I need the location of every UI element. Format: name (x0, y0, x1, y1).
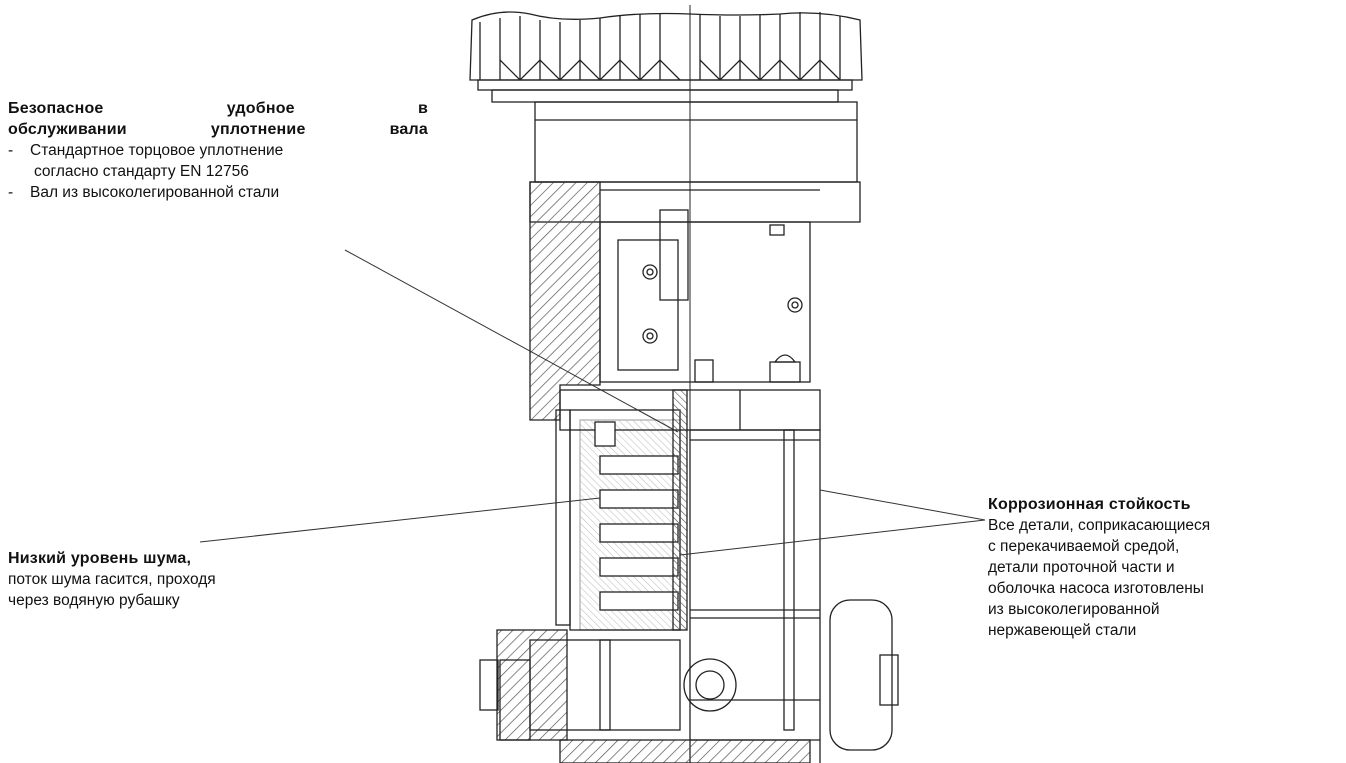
seal-bullet-1-line1: Стандартное торцовое уплотнение (30, 142, 284, 159)
corrosion-body: Все детали, соприкасающиеся с перекачива… (988, 515, 1338, 641)
corrosion-line-6: нержавеющей стали (988, 622, 1137, 639)
corrosion-line-3: детали проточной части и (988, 559, 1175, 576)
seal-bullet-2: - Вал из высоколегированной стали (8, 182, 428, 203)
noise-title: Низкий уровень шума, (8, 550, 192, 567)
label-corrosion-resistance: Коррозионная стойкость Все детали, сопри… (988, 494, 1338, 641)
pump-stages (555, 389, 688, 631)
motor-fan-cover (469, 11, 863, 223)
pipe-flanges (479, 599, 899, 763)
corrosion-line-4: оболочка насоса изготовлены (988, 580, 1204, 597)
noise-line2: через водяную рубашку (8, 592, 180, 609)
seal-bullet-2-dash: - (8, 184, 14, 201)
outer-jacket (689, 429, 821, 763)
label-low-noise: Низкий уровень шума, поток шума гасится,… (8, 548, 348, 611)
noise-line1: поток шума гасится, проходя (8, 571, 216, 588)
seal-bullet-1: - Стандартное торцовое уплотнение (8, 140, 428, 161)
leader-lines (199, 249, 986, 556)
corrosion-title: Коррозионная стойкость (988, 496, 1191, 513)
corrosion-line-5: из высоколегированной (988, 601, 1160, 618)
seal-bullet-2-line1: Вал из высоколегированной стали (30, 184, 280, 201)
seal-bullet-1-dash: - (8, 142, 14, 159)
seal-title-line2: обслуживании уплотнение вала (8, 121, 428, 138)
corrosion-line-1: Все детали, соприкасающиеся (988, 517, 1211, 534)
seal-bullet-1-line2: согласно стандарту EN 12756 (34, 163, 249, 180)
corrosion-line-2: с перекачиваемой средой, (988, 538, 1180, 555)
label-shaft-seal: Безопасное удобное в обслуживании уплотн… (8, 98, 428, 203)
seal-title-line1: Безопасное удобное в (8, 100, 428, 117)
